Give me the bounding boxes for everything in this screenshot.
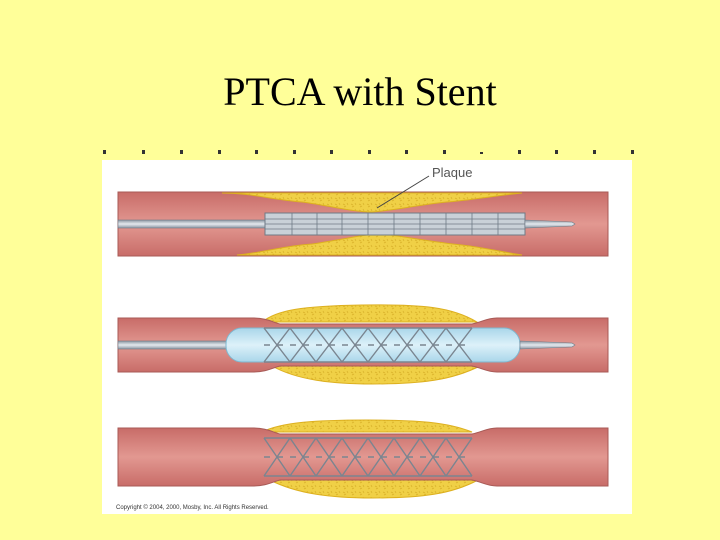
panel-c: C — [117, 419, 609, 499]
plaque-a-top — [221, 192, 523, 213]
stent-deployed-c — [263, 437, 473, 477]
stent-expanded-b — [263, 327, 473, 363]
plaque-c-bottom — [269, 479, 479, 499]
copyright-notice: Copyright © 2004, 2000, Mosby, Inc. All … — [116, 504, 269, 511]
panel-b: B — [117, 304, 609, 385]
catheter-tip-a — [524, 219, 576, 229]
plaque-b-bottom — [270, 365, 481, 385]
plaque-b-top — [260, 304, 479, 323]
catheter-tip-b — [519, 340, 576, 350]
slide-title: PTCA with Stent — [223, 69, 497, 114]
panel-a: Plaque A — [117, 165, 609, 257]
plaque-c-top — [261, 419, 473, 433]
catheter-a — [117, 219, 269, 229]
catheter-b — [117, 340, 229, 350]
bullet-marker-row — [103, 150, 634, 154]
vessel-c — [117, 427, 609, 487]
plaque-callout-line — [376, 175, 430, 209]
ptca-illustration: Plaque A B C — [102, 160, 632, 514]
plaque-label: Plaque — [432, 165, 472, 180]
